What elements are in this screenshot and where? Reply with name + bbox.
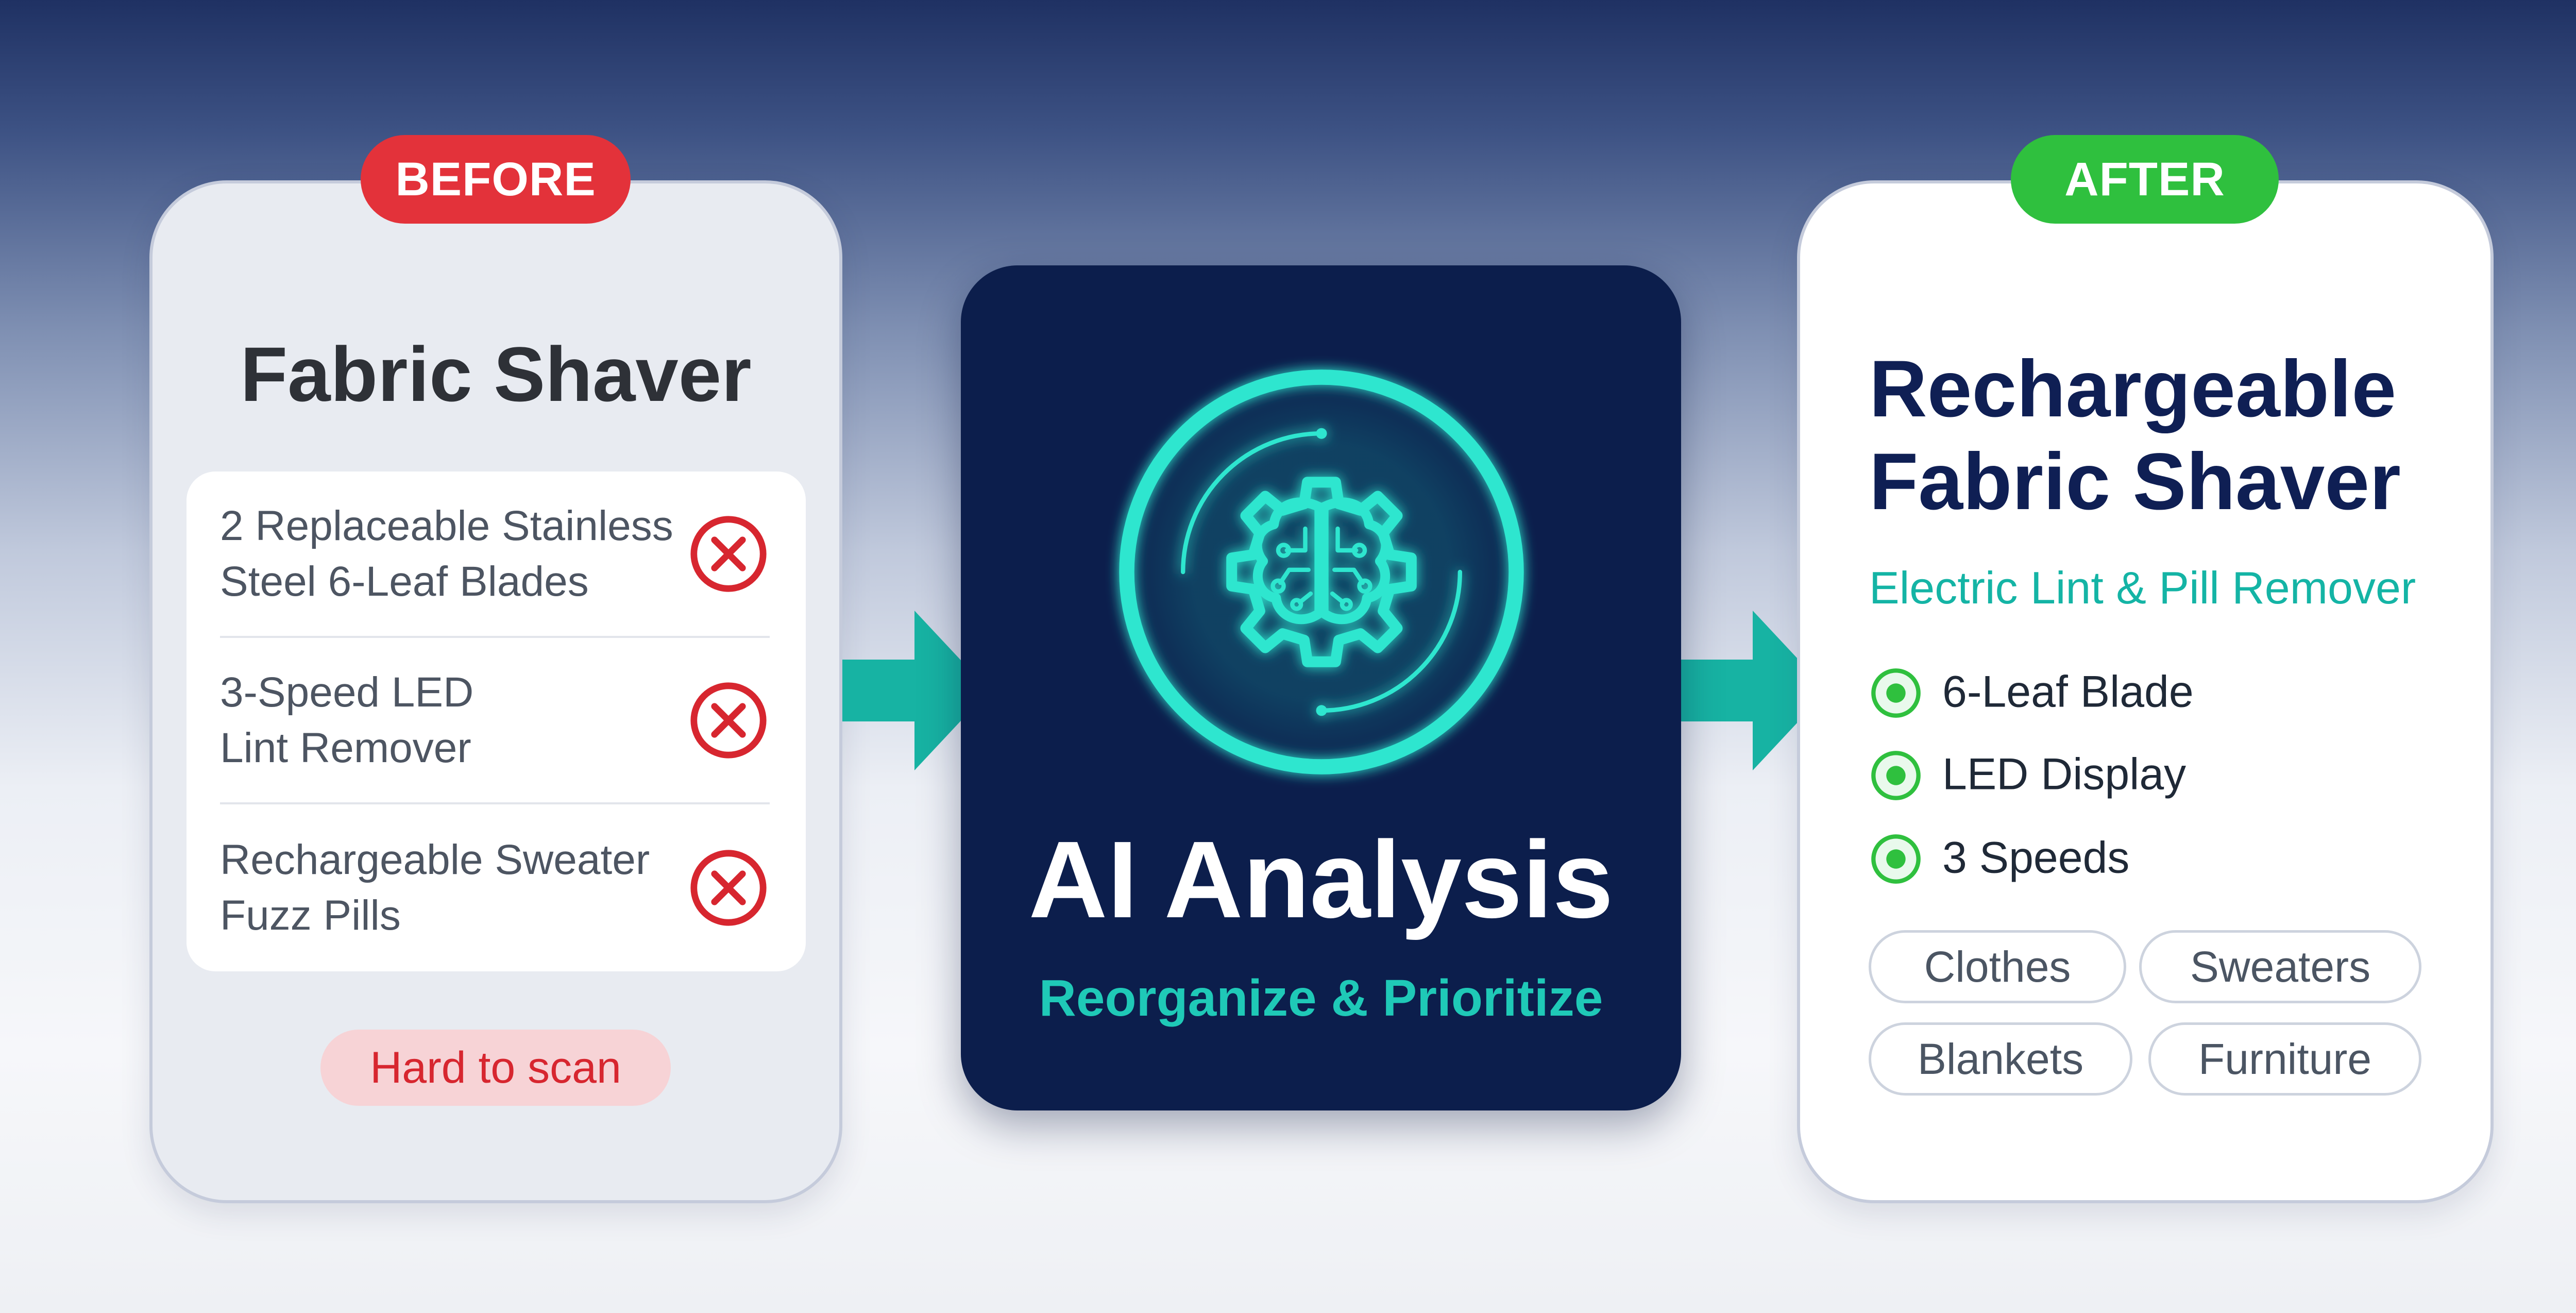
brain-gear-circuit-icon xyxy=(1107,358,1536,786)
feature-label: 6-Leaf Blade xyxy=(1942,667,2194,717)
after-subtitle: Electric Lint & Pill Remover xyxy=(1869,562,2416,613)
tag-blankets: Blankets xyxy=(1869,1022,2132,1096)
x-circle-icon xyxy=(690,849,767,926)
feature-label: LED Display xyxy=(1942,749,2187,799)
before-item-text: Rechargeable Sweater Fuzz Pills xyxy=(220,832,684,944)
before-item: 3-Speed LED Lint Remover xyxy=(220,638,770,804)
arrow-right-icon xyxy=(842,611,989,770)
feature-label: 3 Speeds xyxy=(1942,833,2130,883)
x-circle-icon xyxy=(690,515,767,592)
before-item-line: Fuzz Pills xyxy=(220,891,401,939)
after-title-line: Fabric Shaver xyxy=(1869,437,2401,527)
before-item-line: 2 Replaceable Stainless xyxy=(220,502,673,549)
tag-sweaters: Sweaters xyxy=(2139,930,2421,1003)
before-item-line: Rechargeable Sweater xyxy=(220,836,650,883)
before-item-text: 3-Speed LED Lint Remover xyxy=(220,665,684,776)
feature-item: LED Display xyxy=(1869,744,2436,805)
check-dot-icon xyxy=(1871,751,1921,800)
before-item-line: 3-Speed LED xyxy=(220,668,474,716)
ai-analysis-panel: AI Analysis Reorganize & Prioritize xyxy=(961,265,1681,1110)
feature-item: 6-Leaf Blade xyxy=(1869,661,2436,723)
feature-item: 3 Speeds xyxy=(1869,827,2436,889)
ai-analysis-subtitle: Reorganize & Prioritize xyxy=(1039,969,1603,1027)
before-item: 2 Replaceable Stainless Steel 6-Leaf Bla… xyxy=(220,472,770,638)
before-title: Fabric Shaver xyxy=(240,331,752,417)
before-badge: BEFORE xyxy=(361,135,631,224)
ai-analysis-title: AI Analysis xyxy=(1028,818,1614,940)
arrow-right-icon xyxy=(1681,611,1827,770)
before-item-text: 2 Replaceable Stainless Steel 6-Leaf Bla… xyxy=(220,498,684,610)
check-dot-icon xyxy=(1871,834,1921,884)
x-circle-icon xyxy=(690,682,767,759)
before-item-line: Steel 6-Leaf Blades xyxy=(220,558,589,605)
after-title-line: Rechargeable xyxy=(1869,344,2397,434)
after-badge: AFTER xyxy=(2011,135,2279,224)
after-title: Rechargeable Fabric Shaver xyxy=(1869,343,2477,528)
check-dot-icon xyxy=(1871,668,1921,718)
before-item: Rechargeable Sweater Fuzz Pills xyxy=(220,804,770,971)
before-list: 2 Replaceable Stainless Steel 6-Leaf Bla… xyxy=(187,472,806,971)
tag-furniture: Furniture xyxy=(2148,1022,2421,1096)
tag-clothes: Clothes xyxy=(1869,930,2126,1003)
hard-to-scan-badge: Hard to scan xyxy=(320,1030,671,1106)
before-item-line: Lint Remover xyxy=(220,724,471,771)
